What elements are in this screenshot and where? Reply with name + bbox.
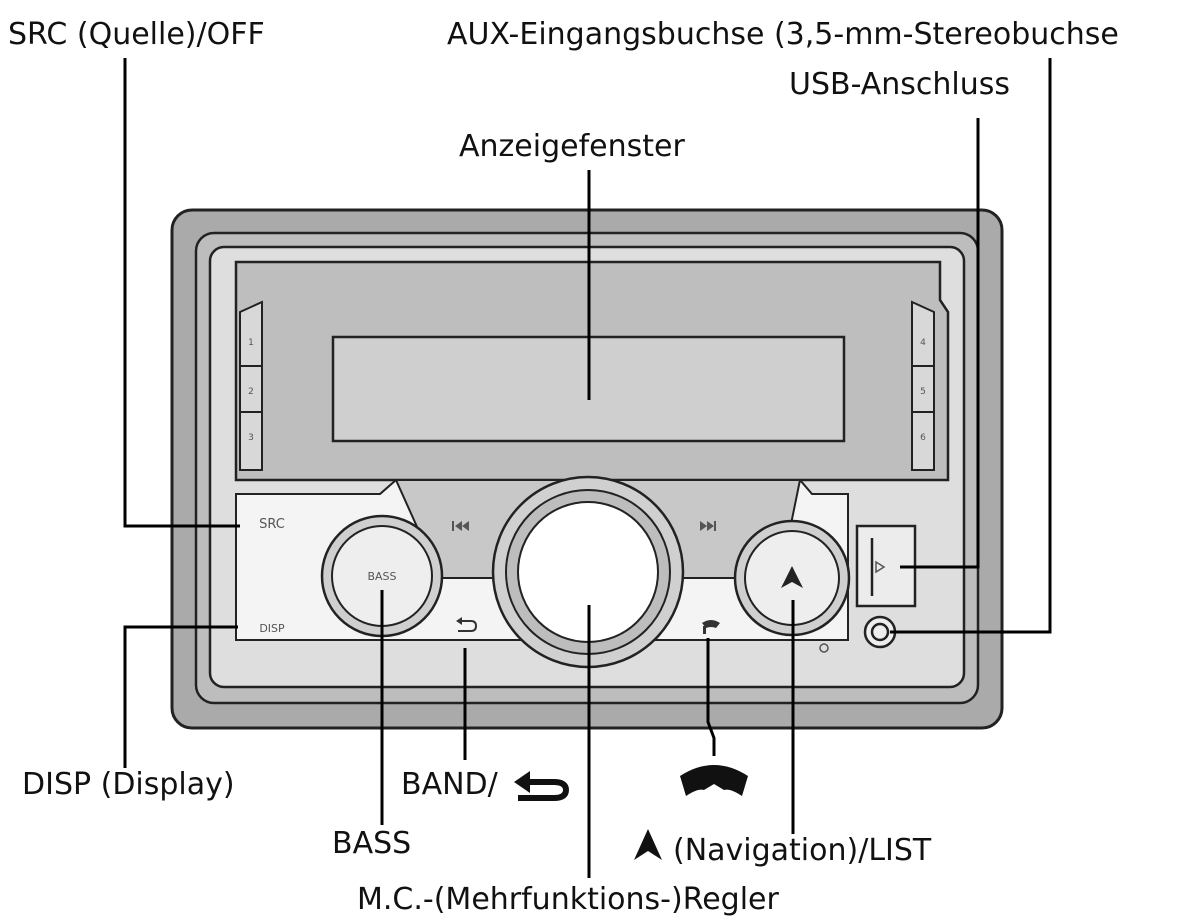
callout-band: BAND/ (401, 767, 499, 802)
preset-2-label[interactable]: 2 (248, 387, 254, 397)
callout-usb: USB-Anschluss (789, 67, 1010, 102)
multifunction-control-knob[interactable] (491, 475, 685, 669)
bass-panel-label: BASS (367, 570, 396, 583)
preset-3-label[interactable]: 3 (248, 433, 254, 443)
callout-navigation: (Navigation)/LIST (673, 833, 932, 868)
preset-1-label[interactable]: 1 (248, 338, 254, 348)
preset-4-label[interactable]: 4 (920, 338, 926, 348)
head-unit: 1 2 3 4 5 6 SRC DISP (170, 208, 1004, 730)
callout-mc: M.C.-(Mehrfunktions-)Regler (357, 882, 779, 917)
leader-phone (706, 638, 716, 756)
navigation-list-knob[interactable] (733, 519, 851, 637)
return-arrow-icon-panel[interactable] (456, 617, 478, 632)
preset-5-label[interactable]: 5 (920, 387, 926, 397)
callout-disp: DISP (Display) (22, 767, 235, 802)
phone-handset-icon-panel[interactable] (702, 620, 720, 634)
leader-lines (123, 58, 1052, 878)
return-arrow-icon (514, 771, 570, 801)
disp-panel-label[interactable]: DISP (259, 622, 285, 635)
phone-handset-icon (680, 765, 748, 796)
skip-previous-icon[interactable] (452, 521, 469, 531)
leader-usb (900, 118, 980, 569)
preset-6-label[interactable]: 6 (920, 433, 926, 443)
callout-src-off: SRC (Quelle)/OFF (8, 17, 265, 52)
indicator-dot (819, 643, 829, 653)
leader-src (123, 58, 240, 528)
callout-bass: BASS (332, 826, 411, 861)
src-panel-label[interactable]: SRC (259, 517, 285, 532)
leader-aux (890, 58, 1052, 634)
callout-display-window: Anzeigefenster (459, 129, 685, 164)
callout-aux: AUX-Eingangsbuchse (3,5-mm-Stereobuchse (447, 17, 1119, 52)
skip-next-icon[interactable] (700, 521, 716, 531)
preset-buttons-right (911, 300, 935, 471)
bass-knob[interactable] (320, 514, 444, 638)
navigation-arrow-icon (634, 829, 662, 860)
leader-disp (123, 625, 238, 768)
preset-buttons-left (239, 300, 263, 471)
aux-jack-icon[interactable] (863, 615, 897, 649)
